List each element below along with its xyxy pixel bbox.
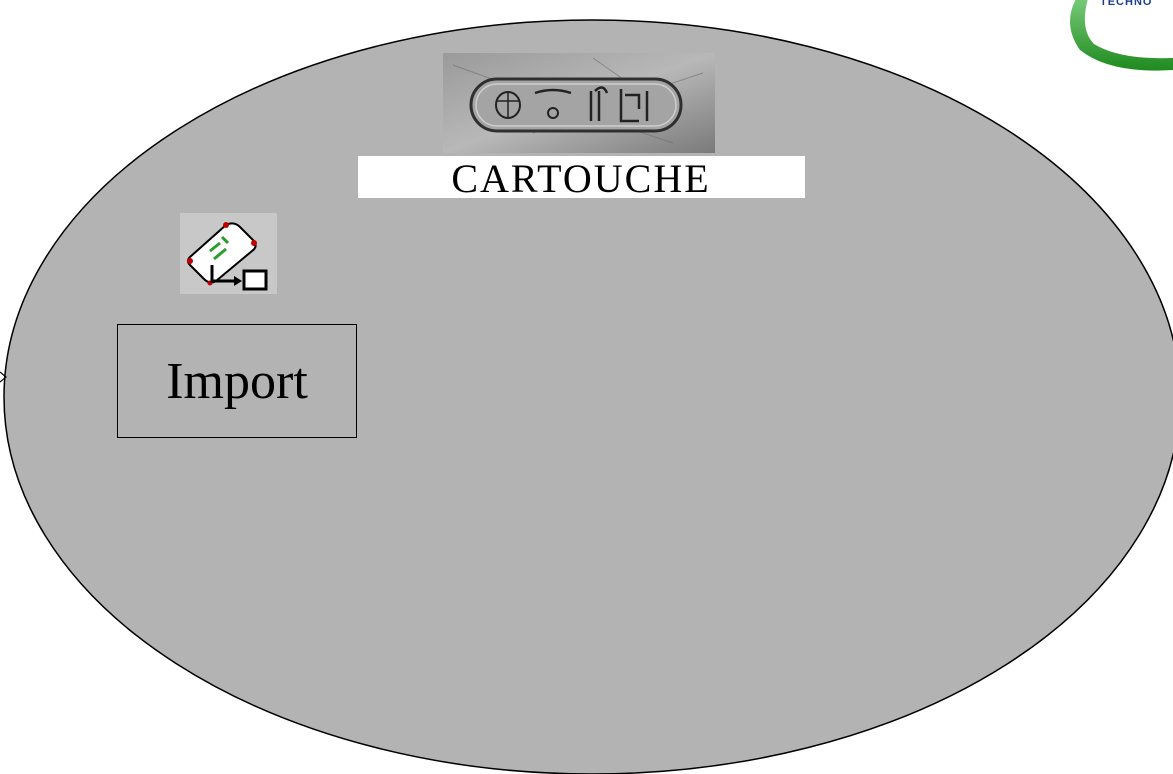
- cartouche-wordmark-art: CARTOUCHE: [358, 156, 805, 198]
- cartouche-wordmark-text: CARTOUCHE: [451, 156, 710, 198]
- import-node[interactable]: Import: [117, 324, 357, 438]
- corner-logo-text: TECHNO: [1100, 0, 1152, 8]
- import-node-label: Import: [166, 352, 308, 411]
- corner-logo-icon: TECHNO: [1060, 0, 1173, 72]
- corner-logo-art: TECHNO: [1060, 0, 1173, 72]
- cartouche-wordmark: CARTOUCHE: [358, 156, 805, 198]
- import-scroll-icon: [180, 213, 277, 294]
- import-scroll-art: [180, 213, 277, 294]
- cartouche-stone-icon: [443, 53, 715, 153]
